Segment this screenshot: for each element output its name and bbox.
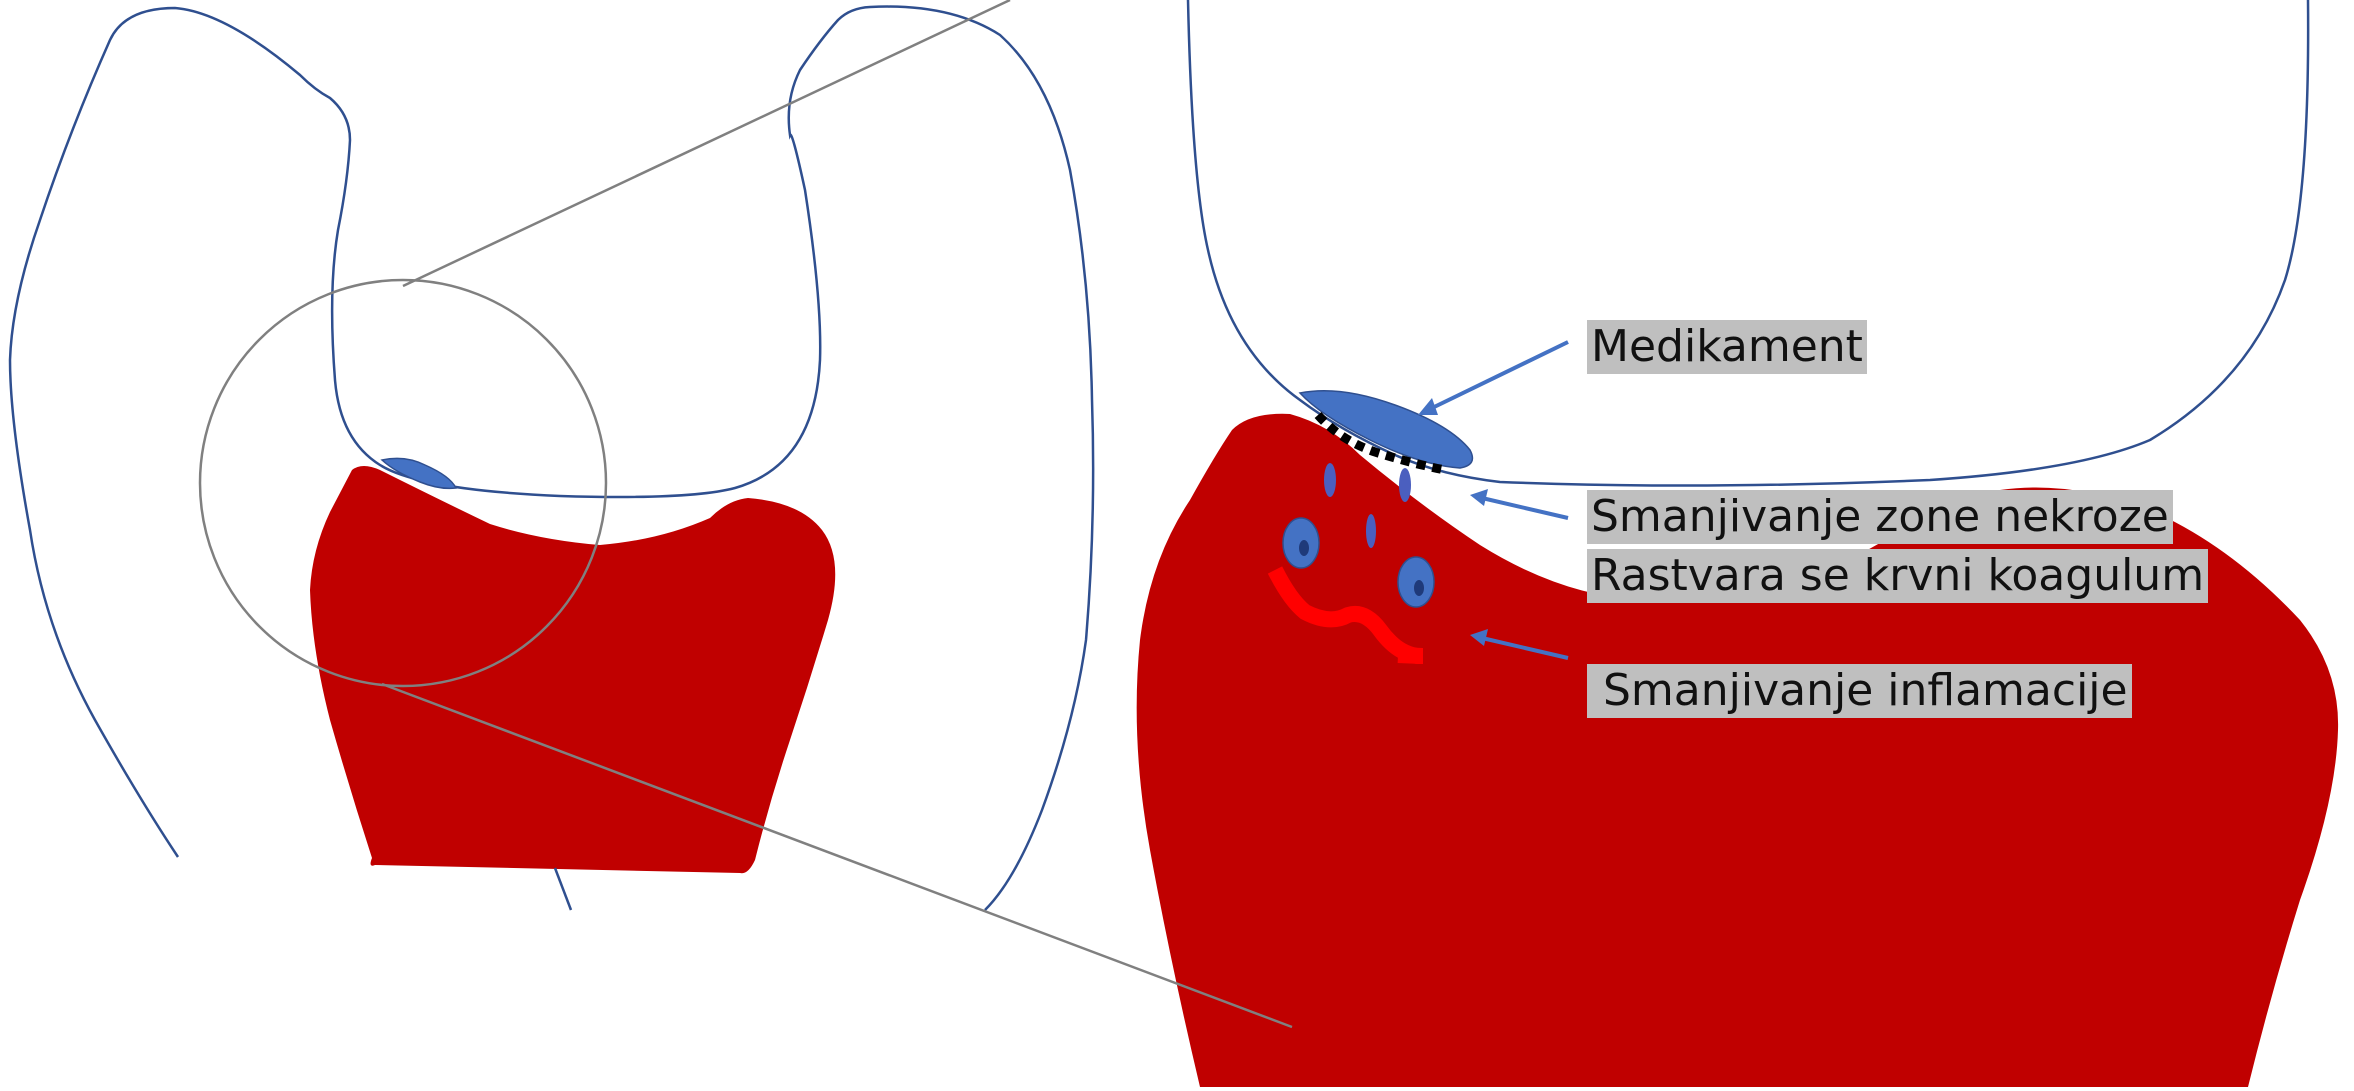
left-root-line [555,868,571,910]
left-tooth [10,7,1093,910]
cell-large-1 [1283,518,1319,568]
zoom-line-top [403,0,1010,286]
arrow-medikament [1418,342,1568,415]
label-krvni-koagulum: Rastvara se krvni koagulum [1587,549,2208,603]
left-pulp [310,466,835,873]
label-smanjivanje-nekroze: Smanjivanje zone nekroze [1587,490,2173,544]
arrow-nekroza [1470,489,1568,518]
cell-small-1 [1324,463,1336,497]
label-medikament: Medikament [1587,320,1867,374]
cell-small-3 [1366,514,1376,548]
cell-large-2 [1398,557,1434,607]
label-smanjivanje-inflamacije: Smanjivanje inflamacije [1587,664,2132,718]
cell-small-2 [1399,468,1411,502]
